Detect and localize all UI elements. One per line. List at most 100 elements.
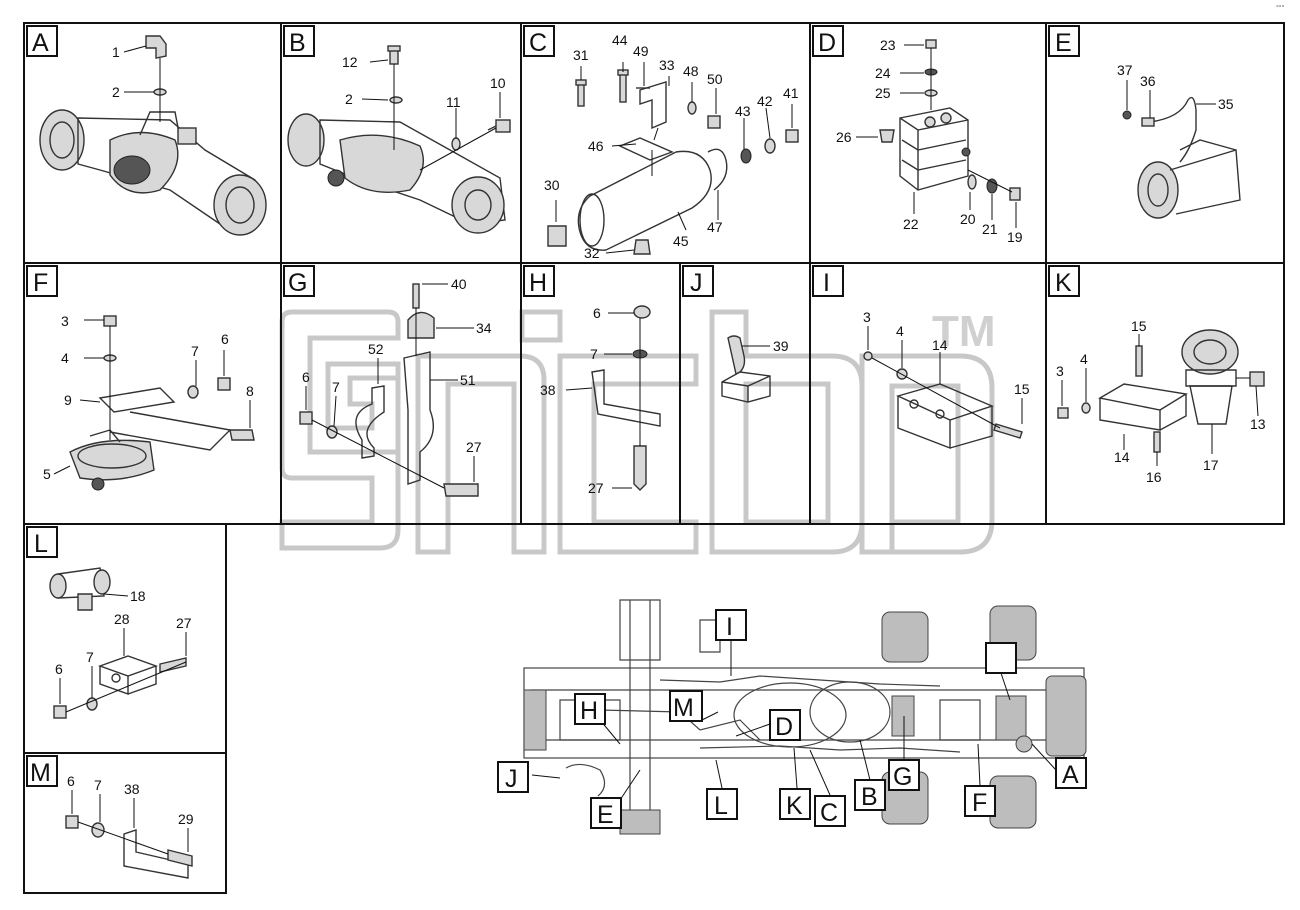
part-10-fitting — [487, 119, 511, 133]
label-46: 46 — [588, 138, 604, 154]
part-51-bracket — [403, 351, 434, 485]
label-27: 27 — [466, 439, 482, 455]
label-51: 51 — [460, 372, 476, 388]
corner-mark: °°° — [1276, 4, 1285, 12]
panel-tag-F: F — [26, 265, 58, 297]
label-4: 4 — [61, 350, 69, 366]
part-47-strap — [707, 148, 728, 191]
panel-M-drawing: 6 7 38 29 — [65, 773, 194, 879]
part-3-nut — [103, 315, 117, 327]
label-45: 45 — [673, 233, 689, 249]
svg-text:G: G — [288, 269, 307, 297]
label-48: 48 — [683, 63, 699, 79]
watermark-tm: TM — [932, 307, 996, 356]
panel-K-drawing: 15 4 3 14 16 17 13 — [1056, 318, 1266, 485]
label-3: 3 — [863, 309, 871, 325]
overview-tag-blank — [985, 642, 1017, 674]
svg-text:H: H — [529, 269, 547, 297]
label-42: 42 — [757, 93, 773, 109]
part-50-nut — [707, 115, 721, 129]
part-17-filter — [1181, 329, 1239, 425]
label-12: 12 — [342, 54, 358, 70]
label-32: 32 — [584, 245, 600, 261]
svg-text:C: C — [820, 799, 838, 827]
label-20: 20 — [960, 211, 976, 227]
svg-text:K: K — [1055, 269, 1072, 297]
part-34-mount — [407, 311, 435, 339]
part-45-air-tank — [577, 150, 712, 251]
part-27-bolt — [443, 483, 479, 497]
label-44: 44 — [612, 32, 628, 48]
part-22-valve-block — [899, 107, 971, 191]
panel-tag-C: C — [523, 25, 555, 57]
part-52-clamp — [355, 385, 385, 459]
label-41: 41 — [783, 85, 799, 101]
svg-text:M: M — [30, 759, 51, 787]
panel-tag-K: K — [1048, 265, 1080, 297]
part-6-nut — [65, 815, 79, 829]
part-4-washer — [1081, 402, 1091, 414]
part-48-washer — [687, 101, 697, 115]
part-37-washer — [1122, 110, 1132, 120]
label-7: 7 — [332, 379, 340, 395]
svg-text:K: K — [786, 792, 803, 820]
label-6: 6 — [593, 305, 601, 321]
axle-assembly — [39, 109, 267, 236]
svg-text:D: D — [775, 713, 793, 741]
label-3: 3 — [1056, 363, 1064, 379]
label-6: 6 — [55, 661, 63, 677]
label-1: 1 — [112, 44, 120, 60]
part-13-fitting — [1249, 371, 1265, 387]
svg-text:I: I — [823, 269, 830, 297]
part-20-washer — [967, 174, 977, 190]
svg-text:G: G — [893, 763, 912, 791]
panel-J-drawing: 39 — [721, 335, 789, 403]
label-29: 29 — [178, 811, 194, 827]
part-7-washer — [91, 822, 105, 838]
svg-text:L: L — [34, 530, 48, 558]
panel-B-drawing: 12 2 11 10 — [287, 45, 511, 234]
part-36-fitting — [1141, 117, 1155, 127]
label-15: 15 — [1014, 381, 1030, 397]
label-27: 27 — [588, 480, 604, 496]
part-18-tee-fitting — [49, 567, 111, 611]
label-39: 39 — [773, 338, 789, 354]
part-46-bracket — [618, 137, 674, 161]
svg-text:J: J — [505, 765, 518, 793]
overview-tag-K: K — [779, 788, 811, 820]
part-41-nut — [785, 129, 799, 143]
panel-tag-E: E — [1048, 25, 1080, 57]
overview-leaders — [531, 640, 1057, 801]
overview-tag-I: I — [715, 609, 747, 641]
svg-text:F: F — [33, 269, 48, 297]
part-6-nut — [217, 377, 231, 391]
overview-tags: I H M D J E L K C B G F A — [497, 609, 1087, 829]
part-1-elbow-fitting — [145, 35, 167, 59]
label-24: 24 — [875, 65, 891, 81]
label-22: 22 — [903, 216, 919, 232]
part-16-bolt — [1153, 431, 1161, 453]
svg-text:F: F — [972, 789, 987, 817]
part-19-fitting — [1009, 187, 1021, 201]
watermark-logo: TM — [279, 307, 996, 555]
label-50: 50 — [707, 71, 723, 87]
label-31: 31 — [573, 47, 589, 63]
svg-text:B: B — [861, 783, 878, 811]
label-7: 7 — [590, 346, 598, 362]
panel-E-drawing: 37 36 35 — [1117, 62, 1241, 219]
panel-tag-B: B — [283, 25, 315, 57]
label-7: 7 — [191, 343, 199, 359]
part-38-bracket — [591, 369, 661, 427]
part-15-bolt — [993, 423, 1023, 439]
label-35: 35 — [1218, 96, 1234, 112]
panel-A-drawing: 1 2 — [39, 35, 267, 236]
panel-C-drawing: 44 49 31 33 48 50 43 42 41 46 30 45 47 3… — [544, 32, 799, 261]
label-11: 11 — [446, 94, 461, 110]
part-6-nut — [299, 411, 313, 425]
part-14-bracket — [1098, 383, 1188, 431]
label-2: 2 — [112, 84, 120, 100]
overview-tag-F: F — [964, 785, 996, 817]
label-6: 6 — [302, 369, 310, 385]
label-38: 38 — [540, 382, 556, 398]
panel-tag-L: L — [26, 526, 58, 558]
